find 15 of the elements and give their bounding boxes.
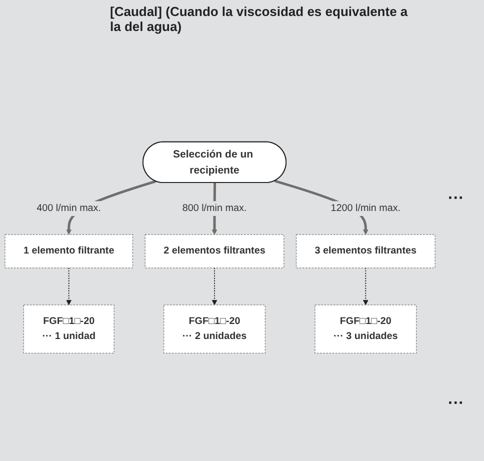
- edge-label: 1200 l/min max.: [330, 202, 401, 214]
- arrow: [212, 267, 218, 306]
- arrow: [66, 267, 72, 306]
- ellipsis: ···: [448, 190, 464, 208]
- edge-label: 800 l/min max.: [182, 202, 247, 214]
- node-box: 1 elemento filtrante: [4, 234, 134, 268]
- arrow: [362, 267, 368, 306]
- ellipsis: ···: [448, 395, 464, 413]
- node-box: FGF□1□-20 ··· 2 unidades: [164, 304, 266, 354]
- node-box: 3 elementos filtrantes: [296, 234, 436, 268]
- edge-label: 400 l/min max.: [36, 202, 102, 214]
- note: [Caudal] (Cuando la viscosidad es equivalente a la del agua): [110, 4, 409, 34]
- node-box: FGF□1□-20 ··· 1 unidad: [23, 304, 114, 354]
- node-box: FGF□1□-20 ··· 3 unidades: [314, 304, 417, 354]
- node-box: 2 elementos filtrantes: [144, 234, 284, 268]
